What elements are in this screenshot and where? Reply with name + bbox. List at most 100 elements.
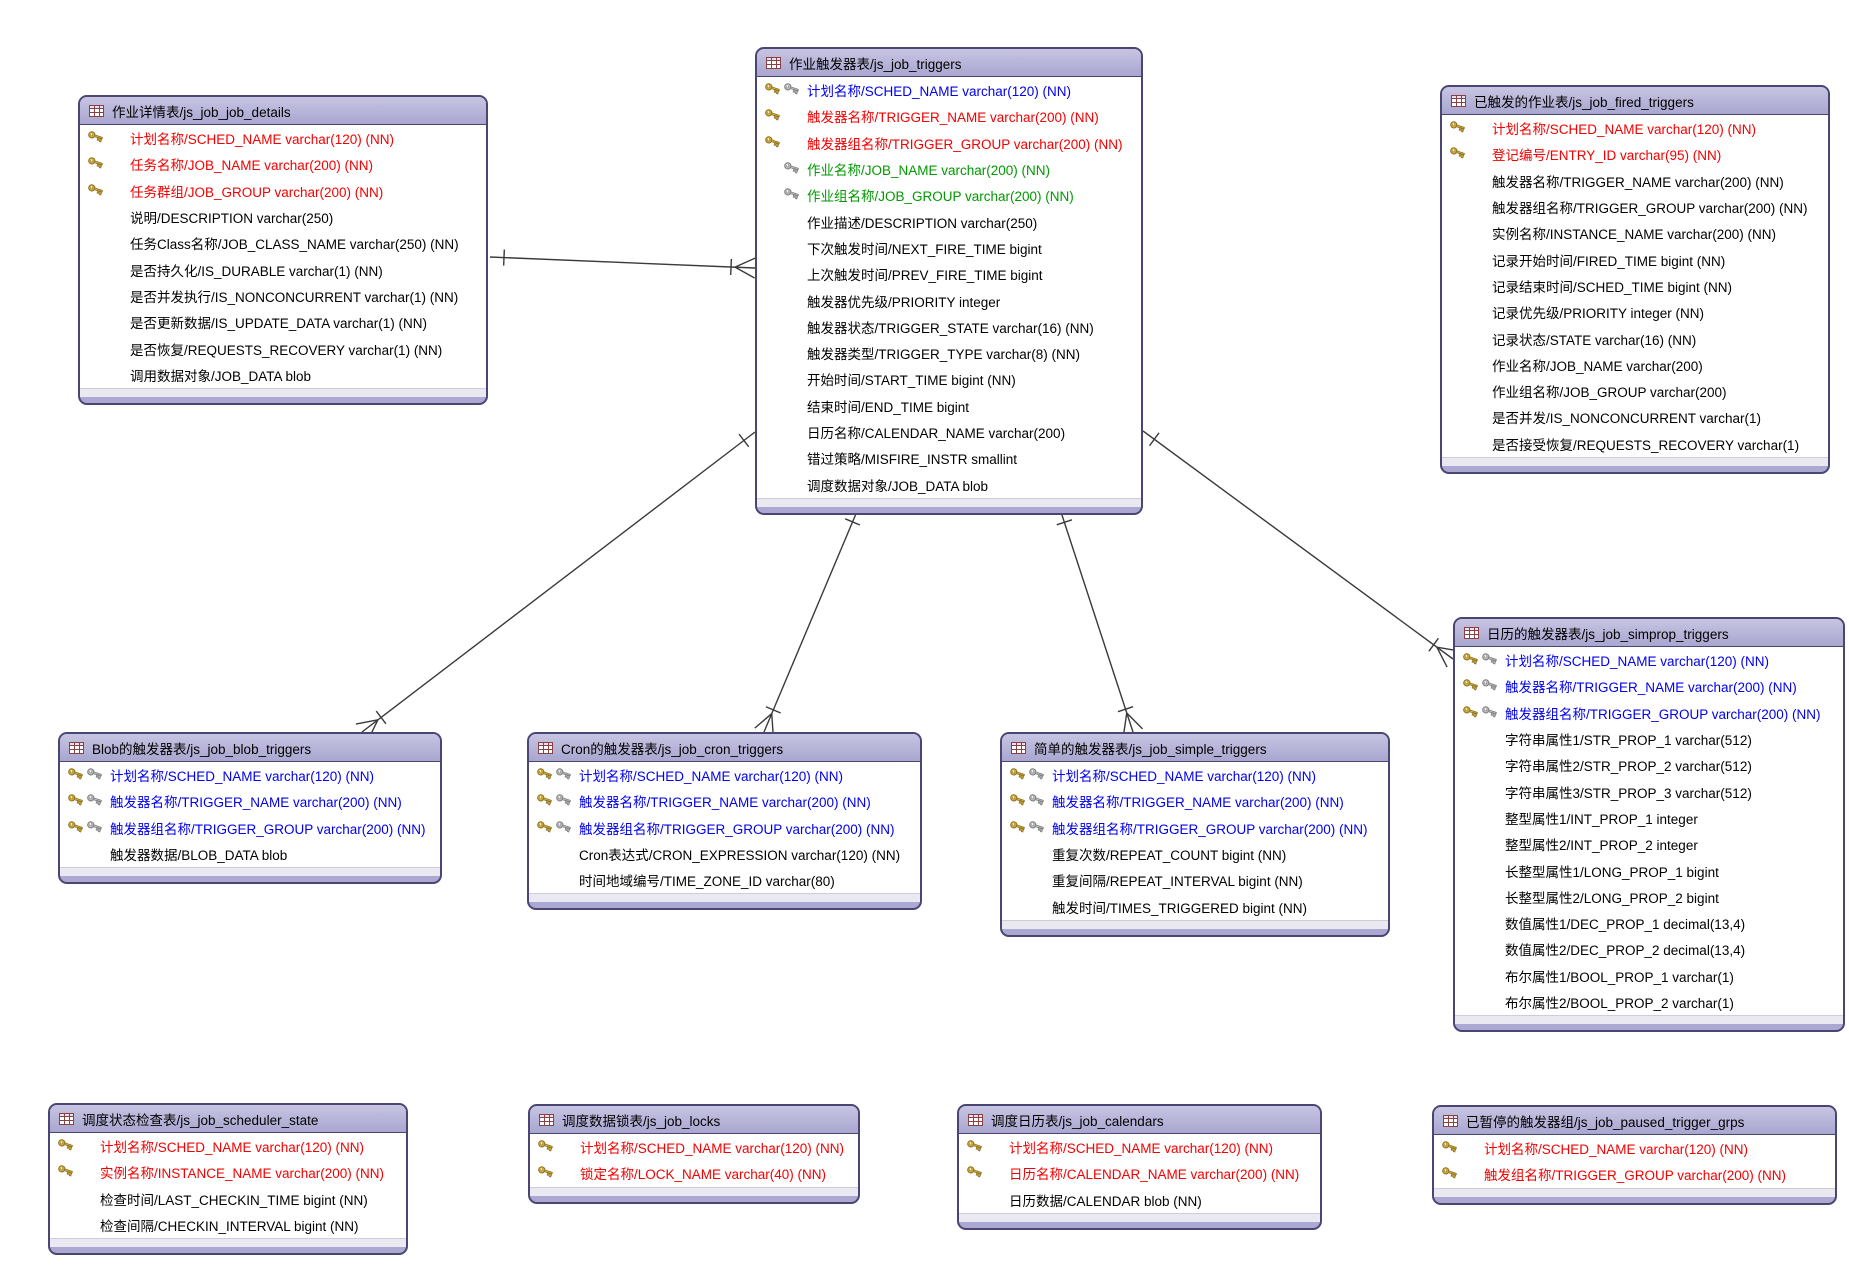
relationship-details-triggers[interactable] <box>489 249 756 279</box>
field-row[interactable]: 检查时间/LAST_CHECKIN_TIME bigint (NN) <box>50 1186 406 1212</box>
field-row[interactable]: 布尔属性2/BOOL_PROP_2 varchar(1) <box>1455 989 1843 1015</box>
table-header[interactable]: 已暂停的触发器组/js_job_paused_trigger_grps <box>1434 1107 1835 1135</box>
field-row[interactable]: 触发器名称/TRIGGER_NAME varchar(200) (NN) <box>1002 788 1388 814</box>
field-row[interactable]: 触发器名称/TRIGGER_NAME varchar(200) (NN) <box>1455 673 1843 699</box>
field-row[interactable]: 触发器数据/BLOB_DATA blob <box>60 841 440 867</box>
field-row[interactable]: 结束时间/END_TIME bigint <box>757 393 1141 419</box>
field-row[interactable]: 计划名称/SCHED_NAME varchar(120) (NN) <box>1442 115 1828 141</box>
field-row[interactable]: 计划名称/SCHED_NAME varchar(120) (NN) <box>530 1134 858 1160</box>
table-header[interactable]: 调度状态检查表/js_job_scheduler_state <box>50 1105 406 1133</box>
field-row[interactable]: 字符串属性3/STR_PROP_3 varchar(512) <box>1455 778 1843 804</box>
field-row[interactable]: 触发时间/TIMES_TRIGGERED bigint (NN) <box>1002 893 1388 919</box>
field-row[interactable]: 计划名称/SCHED_NAME varchar(120) (NN) <box>80 125 486 151</box>
field-row[interactable]: 触发器状态/TRIGGER_STATE varchar(16) (NN) <box>757 314 1141 340</box>
field-row[interactable]: 任务名称/JOB_NAME varchar(200) (NN) <box>80 151 486 177</box>
field-row[interactable]: 任务群组/JOB_GROUP varchar(200) (NN) <box>80 178 486 204</box>
table-header[interactable]: 调度数据锁表/js_job_locks <box>530 1106 858 1134</box>
field-row[interactable]: 计划名称/SCHED_NAME varchar(120) (NN) <box>50 1133 406 1159</box>
field-row[interactable]: 是否接受恢复/REQUESTS_RECOVERY varchar(1) <box>1442 431 1828 457</box>
field-row[interactable]: 布尔属性1/BOOL_PROP_1 varchar(1) <box>1455 963 1843 989</box>
relationship-triggers-cron[interactable] <box>754 508 861 736</box>
field-row[interactable]: 触发器类型/TRIGGER_TYPE varchar(8) (NN) <box>757 340 1141 366</box>
field-row[interactable]: 重复间隔/REPEAT_INTERVAL bigint (NN) <box>1002 867 1388 893</box>
field-row[interactable]: 触发器组名称/TRIGGER_GROUP varchar(200) (NN) <box>529 815 920 841</box>
field-row[interactable]: 记录状态/STATE varchar(16) (NN) <box>1442 325 1828 351</box>
field-row[interactable]: 计划名称/SCHED_NAME varchar(120) (NN) <box>529 762 920 788</box>
field-row[interactable]: 作业名称/JOB_NAME varchar(200) (NN) <box>757 156 1141 182</box>
field-row[interactable]: 重复次数/REPEAT_COUNT bigint (NN) <box>1002 841 1388 867</box>
field-row[interactable]: 作业名称/JOB_NAME varchar(200) <box>1442 352 1828 378</box>
field-row[interactable]: 是否并发执行/IS_NONCONCURRENT varchar(1) (NN) <box>80 283 486 309</box>
field-row[interactable]: 记录结束时间/SCHED_TIME bigint (NN) <box>1442 273 1828 299</box>
field-row[interactable]: 字符串属性2/STR_PROP_2 varchar(512) <box>1455 752 1843 778</box>
field-row[interactable]: 触发器组名称/TRIGGER_GROUP varchar(200) (NN) <box>757 130 1141 156</box>
field-row[interactable]: 记录开始时间/FIRED_TIME bigint (NN) <box>1442 246 1828 272</box>
field-row[interactable]: 作业组名称/JOB_GROUP varchar(200) <box>1442 378 1828 404</box>
field-row[interactable]: 长整型属性2/LONG_PROP_2 bigint <box>1455 884 1843 910</box>
field-row[interactable]: 计划名称/SCHED_NAME varchar(120) (NN) <box>1455 647 1843 673</box>
field-row[interactable]: 计划名称/SCHED_NAME varchar(120) (NN) <box>757 77 1141 103</box>
field-row[interactable]: 触发器组名称/TRIGGER_GROUP varchar(200) (NN) <box>1455 700 1843 726</box>
relationship-triggers-blob[interactable] <box>355 431 756 741</box>
table-header[interactable]: 日历的触发器表/js_job_simprop_triggers <box>1455 619 1843 647</box>
field-row[interactable]: 数值属性1/DEC_PROP_1 decimal(13,4) <box>1455 910 1843 936</box>
field-row[interactable]: 整型属性1/INT_PROP_1 integer <box>1455 805 1843 831</box>
table-header[interactable]: Blob的触发器表/js_job_blob_triggers <box>60 734 440 762</box>
field-row[interactable]: 作业组名称/JOB_GROUP varchar(200) (NN) <box>757 182 1141 208</box>
field-row[interactable]: 计划名称/SCHED_NAME varchar(120) (NN) <box>1434 1135 1835 1161</box>
field-row[interactable]: 数值属性2/DEC_PROP_2 decimal(13,4) <box>1455 936 1843 962</box>
table-header[interactable]: Cron的触发器表/js_job_cron_triggers <box>529 734 920 762</box>
field-row[interactable]: 实例名称/INSTANCE_NAME varchar(200) (NN) <box>1442 220 1828 246</box>
field-row[interactable]: 触发器名称/TRIGGER_NAME varchar(200) (NN) <box>757 103 1141 129</box>
field-row[interactable]: 是否更新数据/IS_UPDATE_DATA varchar(1) (NN) <box>80 309 486 335</box>
field-row[interactable]: Cron表达式/CRON_EXPRESSION varchar(120) (NN… <box>529 841 920 867</box>
field-row[interactable]: 登记编号/ENTRY_ID varchar(95) (NN) <box>1442 141 1828 167</box>
field-row[interactable]: 时间地域编号/TIME_ZONE_ID varchar(80) <box>529 867 920 893</box>
field-row[interactable]: 锁定名称/LOCK_NAME varchar(40) (NN) <box>530 1160 858 1186</box>
field-row[interactable]: 触发器组名称/TRIGGER_GROUP varchar(200) (NN) <box>1002 815 1388 841</box>
field-row[interactable]: 计划名称/SCHED_NAME varchar(120) (NN) <box>959 1134 1320 1160</box>
table-header[interactable]: 已触发的作业表/js_job_fired_triggers <box>1442 87 1828 115</box>
table-header[interactable]: 作业触发器表/js_job_triggers <box>757 49 1141 77</box>
field-row[interactable]: 实例名称/INSTANCE_NAME varchar(200) (NN) <box>50 1159 406 1185</box>
field-row[interactable]: 调用数据对象/JOB_DATA blob <box>80 362 486 388</box>
field-row[interactable]: 触发器组名称/TRIGGER_GROUP varchar(200) (NN) <box>1442 194 1828 220</box>
field-row[interactable]: 任务Class名称/JOB_CLASS_NAME varchar(250) (N… <box>80 230 486 256</box>
relationship-triggers-simple[interactable] <box>1056 508 1144 736</box>
table-header[interactable]: 作业详情表/js_job_job_details <box>80 97 486 125</box>
field-row[interactable]: 触发器优先级/PRIORITY integer <box>757 287 1141 313</box>
field-row[interactable]: 触发器名称/TRIGGER_NAME varchar(200) (NN) <box>1442 168 1828 194</box>
field-row[interactable]: 整型属性2/INT_PROP_2 integer <box>1455 831 1843 857</box>
field-row[interactable]: 触发器组名称/TRIGGER_GROUP varchar(200) (NN) <box>60 815 440 841</box>
field-row[interactable]: 触发器名称/TRIGGER_NAME varchar(200) (NN) <box>60 788 440 814</box>
table-header[interactable]: 调度日历表/js_job_calendars <box>959 1106 1320 1134</box>
field-row[interactable]: 是否恢复/REQUESTS_RECOVERY varchar(1) (NN) <box>80 335 486 361</box>
field-row[interactable]: 记录优先级/PRIORITY integer (NN) <box>1442 299 1828 325</box>
field-row[interactable]: 上次触发时间/PREV_FIRE_TIME bigint <box>757 261 1141 287</box>
field-row[interactable]: 触发器名称/TRIGGER_NAME varchar(200) (NN) <box>529 788 920 814</box>
field-row[interactable]: 说明/DESCRIPTION varchar(250) <box>80 204 486 230</box>
field-row[interactable]: 错过策略/MISFIRE_INSTR smallint <box>757 445 1141 471</box>
field-row[interactable]: 计划名称/SCHED_NAME varchar(120) (NN) <box>60 762 440 788</box>
relationship-triggers-simprop[interactable] <box>1142 430 1460 668</box>
field-row[interactable]: 开始时间/START_TIME bigint (NN) <box>757 366 1141 392</box>
field-row[interactable]: 是否持久化/IS_DURABLE varchar(1) (NN) <box>80 256 486 282</box>
table-header[interactable]: 简单的触发器表/js_job_simple_triggers <box>1002 734 1388 762</box>
field-row[interactable]: 字符串属性1/STR_PROP_1 varchar(512) <box>1455 726 1843 752</box>
field-row[interactable]: 长整型属性1/LONG_PROP_1 bigint <box>1455 857 1843 883</box>
field-row[interactable]: 日历数据/CALENDAR blob (NN) <box>959 1187 1320 1213</box>
field-row[interactable]: 日历名称/CALENDAR_NAME varchar(200) <box>757 419 1141 445</box>
field-row[interactable]: 检查间隔/CHECKIN_INTERVAL bigint (NN) <box>50 1212 406 1238</box>
field-row[interactable]: 日历名称/CALENDAR_NAME varchar(200) (NN) <box>959 1160 1320 1186</box>
field-row[interactable]: 是否并发/IS_NONCONCURRENT varchar(1) <box>1442 404 1828 430</box>
